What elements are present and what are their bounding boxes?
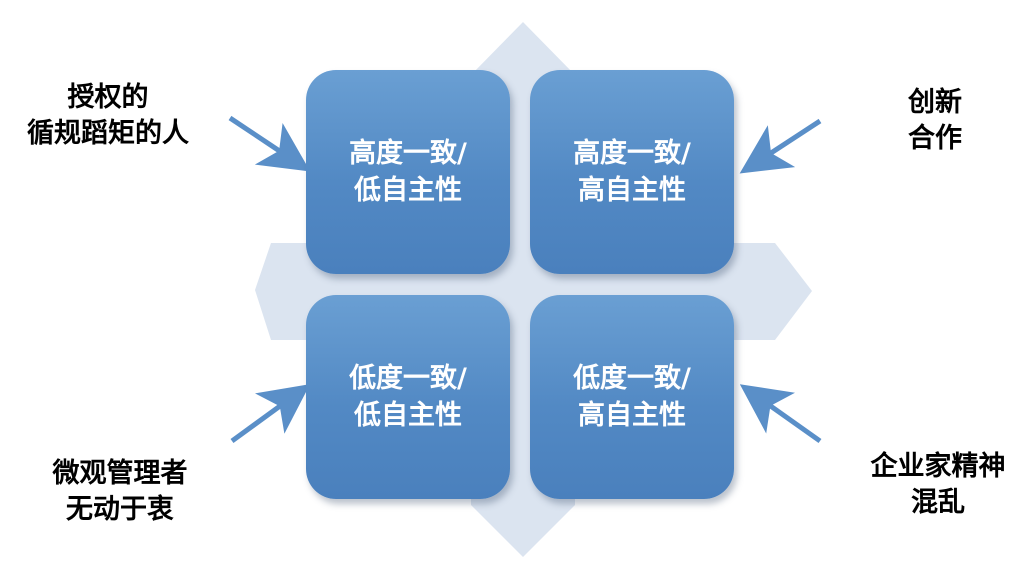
arrow-top-right	[739, 118, 822, 174]
label-line-2: 循规蹈矩的人	[27, 118, 189, 149]
quadrant-low-alignment-low-autonomy: 低度一致/ 低自主性	[306, 295, 510, 499]
quadrant-high-alignment-high-autonomy: 高度一致/ 高自主性	[530, 70, 734, 274]
quadrant-low-alignment-high-autonomy: 低度一致/ 高自主性	[530, 295, 734, 499]
label-line-2: 混乱	[911, 487, 965, 518]
label-bottom-left: 微观管理者 无动于衷	[20, 456, 220, 528]
label-line-1: 企业家精神	[870, 451, 1006, 482]
arrow-bottom-right	[739, 384, 822, 444]
quadrant-line-2: 高自主性	[578, 400, 686, 431]
label-line-1: 授权的	[67, 82, 149, 113]
arrow-bottom-left	[230, 384, 311, 444]
quadrant-line-2: 高自主性	[578, 175, 686, 206]
arrow-top-left	[228, 115, 311, 172]
label-top-left: 授权的 循规蹈矩的人	[8, 80, 208, 152]
quadrant-high-alignment-low-autonomy: 高度一致/ 低自主性	[306, 70, 510, 274]
quadrant-line-1: 低度一致/	[349, 363, 467, 394]
label-line-2: 无动于衷	[66, 494, 174, 525]
quadrant-line-1: 高度一致/	[573, 138, 691, 169]
label-line-2: 合作	[908, 123, 962, 154]
label-top-right: 创新 合作	[870, 85, 1000, 157]
quadrant-line-1: 高度一致/	[349, 138, 467, 169]
label-bottom-right: 企业家精神 混乱	[858, 449, 1018, 521]
cross-arrow-shape	[255, 22, 775, 557]
label-line-1: 创新	[908, 87, 962, 118]
quadrant-line-2: 低自主性	[354, 175, 462, 206]
quadrant-line-2: 低自主性	[354, 400, 462, 431]
cross-arrow-right-tip	[775, 243, 812, 340]
label-line-1: 微观管理者	[52, 458, 188, 489]
quadrant-line-1: 低度一致/	[573, 363, 691, 394]
